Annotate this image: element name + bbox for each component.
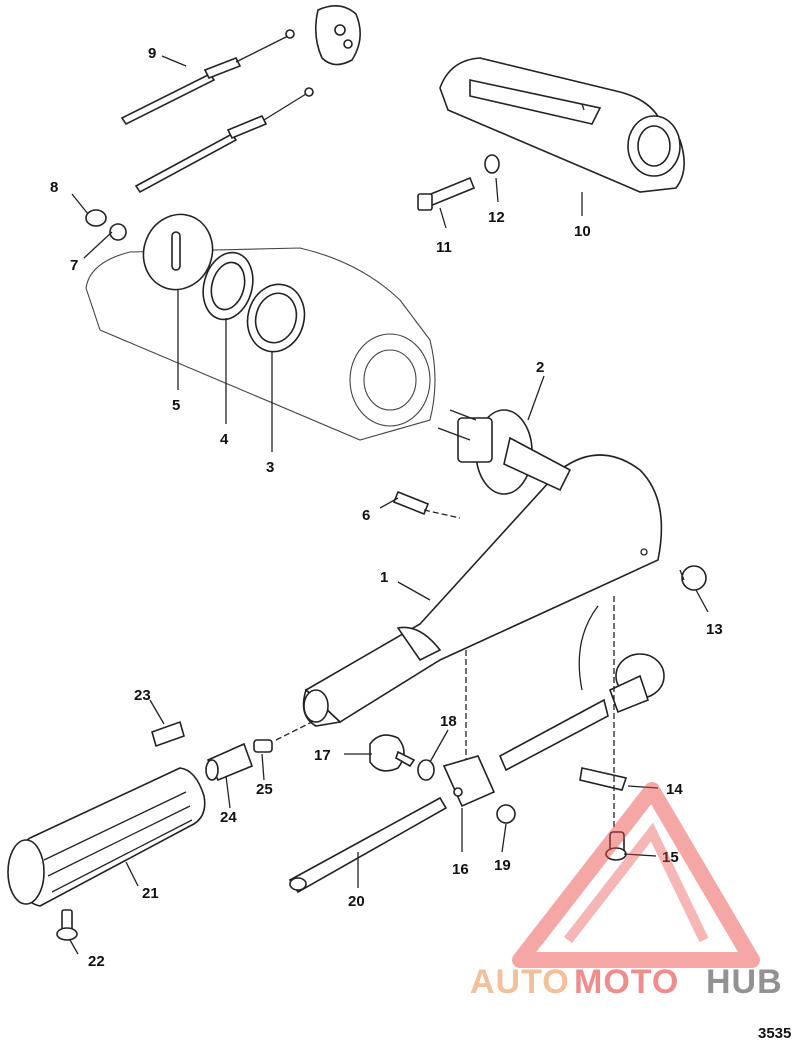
grip-21 <box>7 767 206 907</box>
ghost-housing <box>85 247 436 441</box>
rod-20 <box>288 796 448 894</box>
screw-22 <box>56 909 78 941</box>
callout-11: 11 <box>436 239 452 256</box>
watermark-logo: AUTO MOTO HUB <box>470 782 783 1001</box>
callout-7: 7 <box>70 257 78 274</box>
callout-15: 15 <box>662 849 679 866</box>
callout-4: 4 <box>220 431 229 448</box>
callout-17: 17 <box>314 747 331 764</box>
gasket-3 <box>246 283 306 353</box>
pin-25 <box>253 739 273 753</box>
callout-21: 21 <box>142 885 159 902</box>
callout-8: 8 <box>50 179 58 196</box>
decal-23 <box>151 720 185 748</box>
set-screw-6 <box>392 490 430 516</box>
friction-knob-17 <box>369 734 416 772</box>
watermark-text-auto: AUTO <box>470 963 570 1001</box>
seal-plate-5 <box>142 213 214 291</box>
callout-3: 3 <box>266 459 274 476</box>
tiller-handle <box>302 454 663 727</box>
callout-5: 5 <box>172 397 180 414</box>
nut-and-washer <box>85 209 127 241</box>
callout-2: 2 <box>536 359 544 376</box>
watermark-text-moto: MOTO <box>574 963 679 1001</box>
gasket-4 <box>202 251 254 321</box>
shaft-plug-2 <box>437 409 572 495</box>
callout-12: 12 <box>488 209 505 226</box>
callout-19: 19 <box>494 857 511 874</box>
callout-10: 10 <box>574 223 591 240</box>
callout-labels: 9 8 7 5 4 3 11 12 10 2 6 1 13 14 15 18 1… <box>50 45 723 970</box>
washer-18 <box>417 759 435 781</box>
button-13 <box>679 565 707 591</box>
watermark-text-hub: HUB <box>706 963 783 1001</box>
callout-22: 22 <box>88 953 105 970</box>
leader-lines <box>69 55 709 955</box>
callout-24: 24 <box>220 809 237 826</box>
screw-and-washer <box>417 154 500 211</box>
throttle-cables <box>120 29 314 194</box>
callout-23: 23 <box>134 687 151 704</box>
callout-25: 25 <box>256 781 273 798</box>
alignment-lines <box>275 509 615 830</box>
nut-19 <box>496 804 516 824</box>
friction-mechanism <box>498 605 665 772</box>
callout-16: 16 <box>452 861 469 878</box>
callout-13: 13 <box>706 621 723 638</box>
watermark-triangle-icon <box>512 782 760 968</box>
callout-6: 6 <box>362 507 370 524</box>
callout-18: 18 <box>440 713 457 730</box>
figure-number: 3535 <box>758 1025 791 1042</box>
tiller-bracket <box>439 57 685 193</box>
block-16 <box>442 755 496 808</box>
callout-1: 1 <box>380 569 388 586</box>
clip-14 <box>579 767 628 791</box>
callout-9: 9 <box>148 45 156 62</box>
callout-20: 20 <box>348 893 365 910</box>
insert-24 <box>205 742 254 782</box>
callout-14: 14 <box>666 781 683 798</box>
grommet-part <box>314 5 361 66</box>
